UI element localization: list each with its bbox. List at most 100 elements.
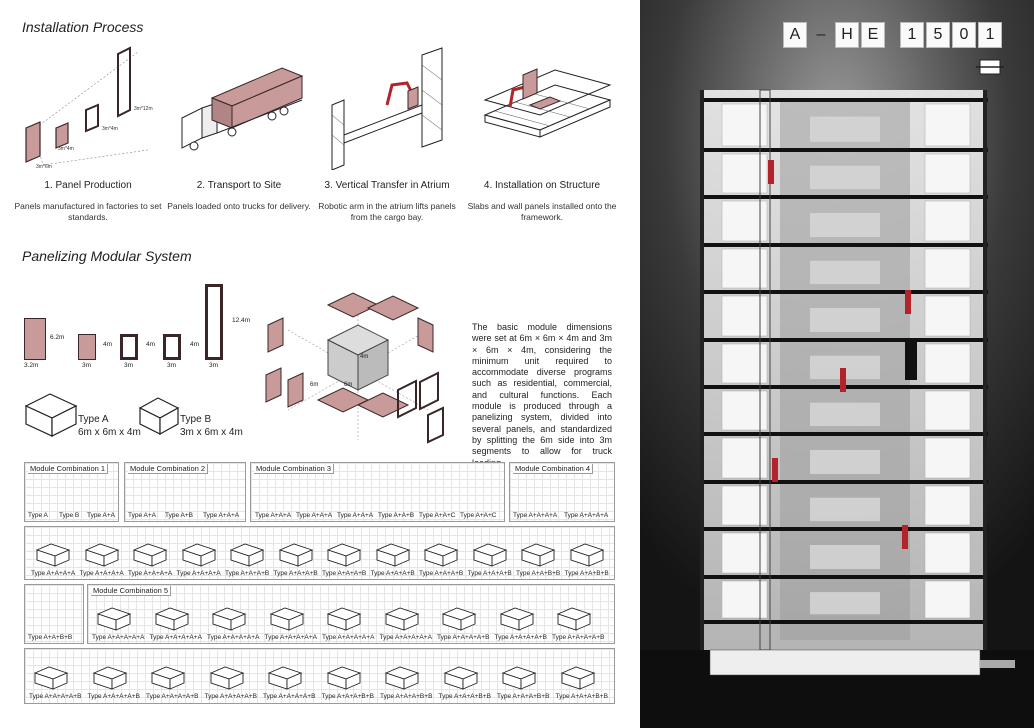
type-label: Type B	[59, 512, 80, 519]
module-unit	[924, 200, 971, 242]
dim-label: 6m	[310, 382, 318, 388]
type-label: Type A+A+A+B+B	[438, 693, 491, 700]
combination-2-panel: Module Combination 2 Type A+A Type A+B T…	[124, 462, 246, 522]
step-title: 4. Installation on Structure	[483, 180, 601, 191]
type-label: Type A+A+A+A+A	[379, 634, 432, 641]
dim-label: 3m	[124, 362, 134, 369]
dim-label: 3m	[82, 362, 92, 369]
panel-piece	[205, 284, 223, 360]
module-combination-icon	[384, 607, 419, 631]
type-label: Type A+A+A	[203, 512, 240, 519]
type-label: Type A+A+A+A+B	[146, 693, 199, 700]
module-combination-icon	[326, 607, 362, 631]
dim-label: 3m	[209, 362, 219, 369]
step-desc: Panels manufactured in factories to set …	[14, 201, 162, 222]
floor-slab	[700, 243, 988, 247]
dim-label: 4m	[103, 341, 113, 348]
type-label: Type A+A+C	[460, 512, 497, 519]
dim-label: 6m	[344, 382, 352, 388]
step-2: 2. Transport to Site Panels loaded onto …	[164, 180, 314, 212]
atrium-arm-illustration	[331, 47, 443, 170]
module-unit	[924, 485, 971, 526]
module-combination-icon	[443, 666, 478, 690]
code-char: 1	[978, 22, 1002, 48]
robotic-arm	[772, 458, 778, 482]
type-label: Type A+A+A+B+B	[497, 693, 550, 700]
step-title: 1. Panel Production	[44, 180, 132, 191]
combination-label: Module Combination 2	[128, 464, 209, 474]
cargo-bay	[905, 340, 917, 380]
module-unit	[810, 213, 880, 237]
floor-slab	[700, 290, 988, 294]
type-label: Type A+A+A+A	[79, 570, 124, 577]
module-unit	[924, 580, 971, 619]
type-b-cube	[138, 397, 180, 436]
module-combination-icon	[211, 607, 247, 631]
module-combination-icon	[556, 607, 592, 631]
type-label: Type A+A+A+A	[128, 570, 173, 577]
module-combination-icon	[560, 666, 595, 690]
module-unit	[924, 390, 971, 431]
module-combination-icon	[384, 666, 420, 690]
ground-floor	[709, 649, 981, 676]
module-combination-icon	[33, 666, 69, 690]
dim-label: 3.2m	[24, 362, 39, 369]
combination-4-panel: Module Combination 4 Type A+A+A+A Type A…	[509, 462, 615, 522]
type-label: Type A+A+A+B	[419, 570, 464, 577]
type-label: Type A+A+A+B	[225, 570, 270, 577]
code-char: 1	[900, 22, 924, 48]
type-a-cube	[24, 393, 78, 437]
combination-5-panel: Module Combination 5 Type A+A+A+A+A Type …	[87, 584, 615, 644]
installation-heading: Installation Process	[22, 19, 144, 35]
module-combination-icon	[375, 543, 410, 567]
module-unit	[924, 343, 971, 384]
type-label: Type A+A+C	[419, 512, 456, 519]
code-char: A	[783, 22, 807, 48]
type-label: Type A+A+A+A+A	[92, 634, 145, 641]
module-unit	[924, 103, 971, 147]
type-label: Type A+A+A+B+B	[380, 693, 433, 700]
type-label: Type A+A+A+A+B	[263, 693, 316, 700]
module-combination-icon	[96, 607, 132, 631]
robotic-arm	[905, 290, 911, 314]
type-label: Type A+A+A+A+B	[29, 693, 82, 700]
module-combination-icon	[181, 543, 216, 567]
floor-slab	[700, 98, 988, 102]
section-marker-icon	[976, 59, 1004, 75]
type-label: Type A+A+A+A+B	[87, 693, 140, 700]
module-unit	[924, 532, 971, 574]
module-combination-icon	[501, 666, 537, 690]
module-combination-icon	[472, 543, 507, 567]
module-combination-icon	[326, 666, 361, 690]
dim-label: 4m	[146, 341, 156, 348]
dim-label: 3m*12m	[134, 106, 153, 112]
left-panel: Installation Process 3m*6m 3m*4m 3m*4m 3…	[14, 19, 617, 704]
type-label: Type A+A+A+A+A	[264, 634, 317, 641]
module-unit	[810, 308, 880, 332]
panel-piece	[163, 334, 181, 360]
module-combination-icon	[278, 543, 313, 567]
type-label: Type A+A+A+B+B	[555, 693, 608, 700]
robotic-arm	[768, 160, 774, 184]
robotic-arm	[902, 525, 908, 549]
type-label: Type A+A+A+B+B	[321, 693, 374, 700]
panel-piece	[24, 318, 46, 360]
module-unit	[810, 545, 880, 569]
type-label: Type A+A+B+B	[516, 570, 561, 577]
type-label: Type A+A+A+A	[176, 570, 221, 577]
type-label: Type A+A	[128, 512, 157, 519]
floor-slab	[700, 575, 988, 579]
building-section-render	[640, 0, 1034, 728]
step-4: 4. Installation on Structure Slabs and w…	[467, 180, 617, 223]
step-desc: Slabs and wall panels installed onto the…	[467, 201, 617, 222]
module-combination-icon	[132, 543, 168, 567]
panel-production-illustration: 3m*6m 3m*4m 3m*4m 3m*12m	[25, 46, 153, 170]
step-desc: Panels loaded onto trucks for delivery.	[167, 201, 311, 211]
combination-label: Module Combination 5	[91, 586, 172, 596]
module-combination-icon	[154, 607, 189, 631]
dim-label: 4m	[190, 341, 200, 348]
module-unit	[924, 295, 971, 337]
robotic-arm	[840, 368, 846, 392]
